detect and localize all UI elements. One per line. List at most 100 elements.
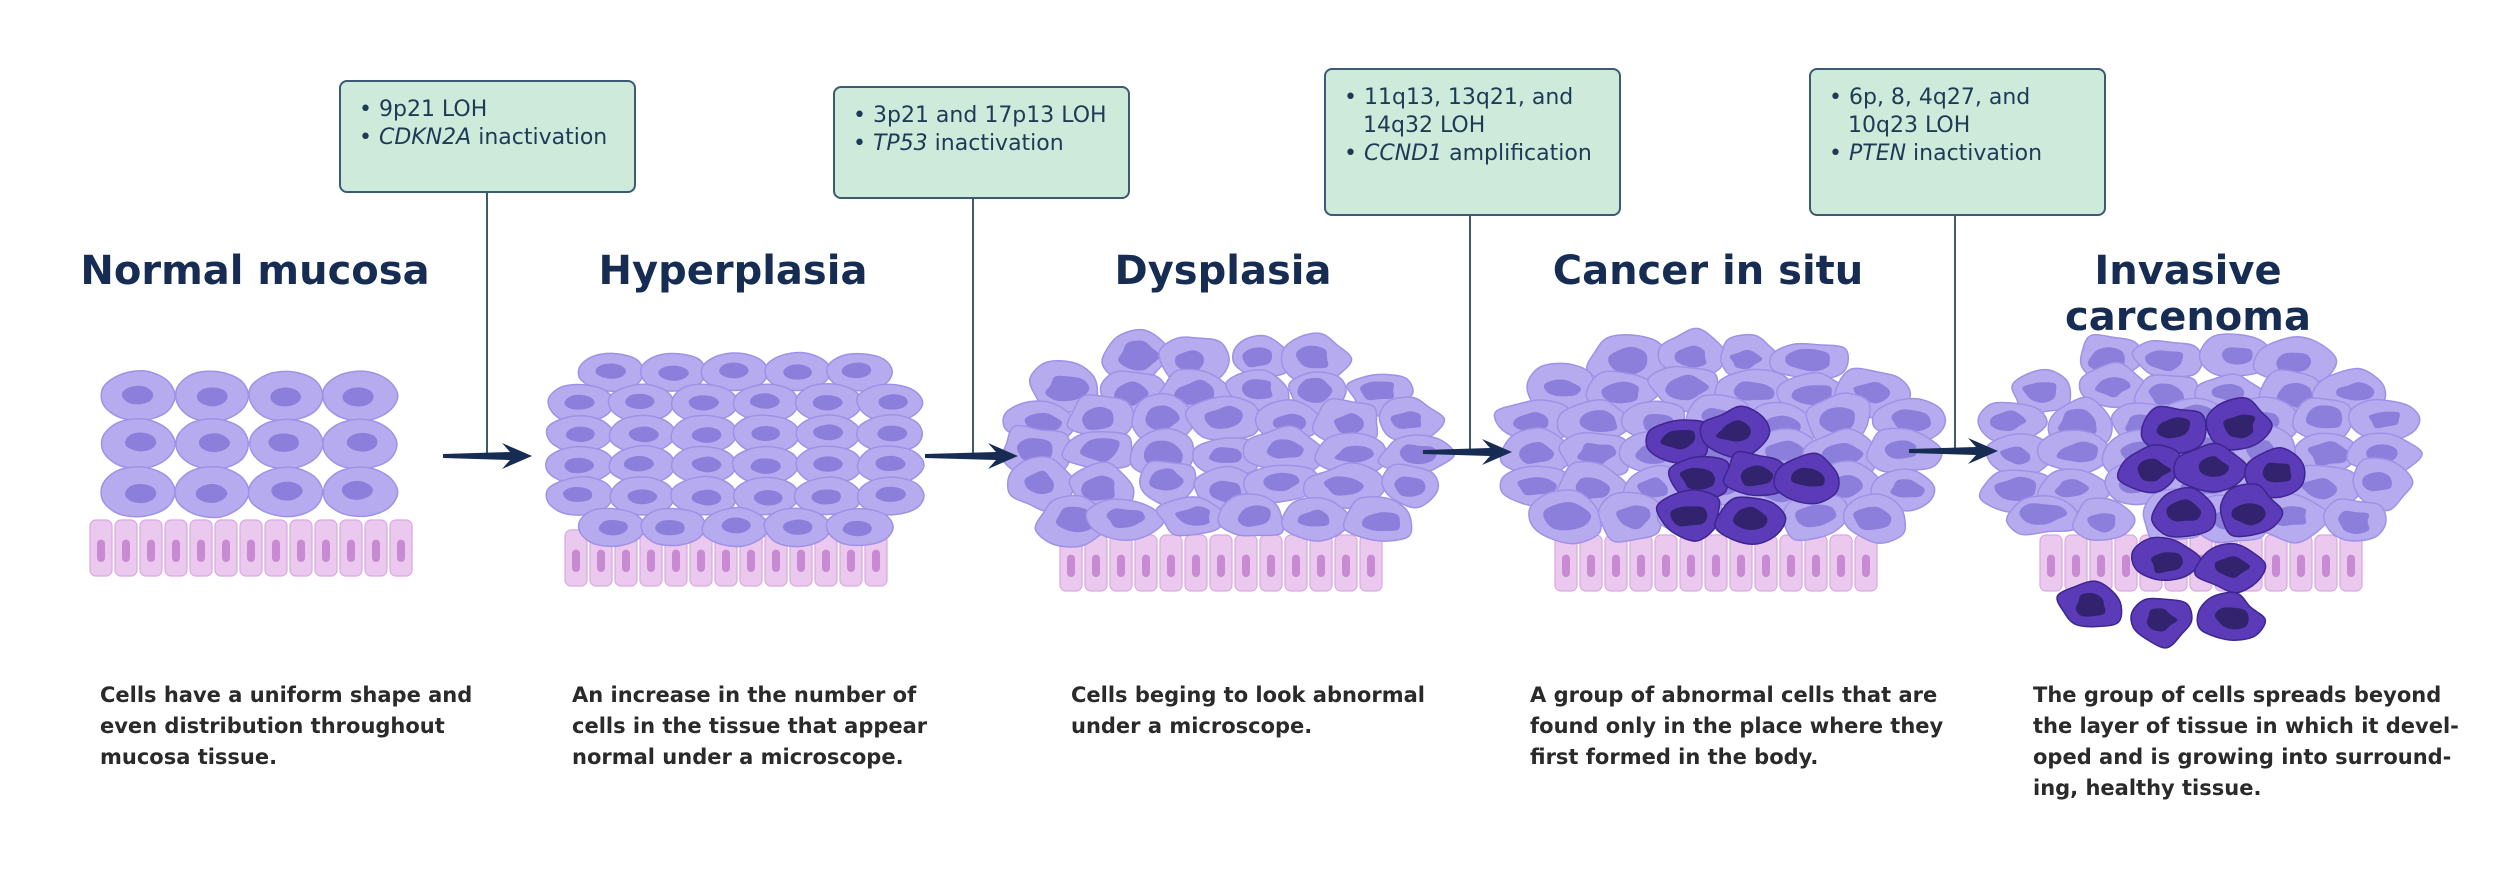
cell-nucleus <box>2223 414 2256 439</box>
cell-nucleus <box>564 457 595 474</box>
cell-nucleus <box>2221 347 2253 365</box>
epithelial-cell <box>577 352 644 393</box>
cell-nucleus <box>1819 407 1855 434</box>
cell-nucleus <box>1729 349 1763 370</box>
basal-nucleus <box>1192 554 1200 577</box>
epithelial-cell <box>1381 463 1440 509</box>
basal-nucleus <box>1712 554 1720 577</box>
cell-nucleus <box>564 394 595 410</box>
basal-nucleus <box>1662 554 1670 577</box>
cell-nucleus <box>691 489 722 506</box>
epithelial-cell <box>856 476 925 516</box>
cell-nucleus <box>2300 478 2338 500</box>
basal-nucleus <box>247 539 255 562</box>
abnormal-cell <box>2196 591 2267 641</box>
basal-nucleus <box>1367 554 1375 577</box>
cell-nucleus <box>1174 350 1204 373</box>
mutation-item-continuation: 10q23 LOH <box>1848 113 1971 138</box>
description-line: first formed in the body. <box>1530 745 1819 769</box>
epithelial-cell <box>2005 495 2080 536</box>
gene-name: TP53 <box>872 131 928 156</box>
arrow-icon <box>1423 439 1512 465</box>
cell-nucleus <box>1519 442 1555 464</box>
epithelial-cell <box>1085 498 1165 541</box>
cell-nucleus <box>813 424 844 441</box>
mutation-item-continuation: 14q32 LOH <box>1363 113 1486 138</box>
epithelial-cell <box>1842 493 1907 545</box>
epithelial-cell <box>609 476 676 516</box>
basal-nucleus <box>1762 554 1770 577</box>
cell-nucleus <box>2054 479 2090 498</box>
epithelial-cell <box>1280 496 1352 542</box>
basal-nucleus <box>1812 554 1820 577</box>
cell-nucleus <box>1118 340 1161 371</box>
cell-nucleus <box>2087 513 2116 533</box>
cell-nucleus <box>2156 417 2191 439</box>
cell-nucleus <box>841 362 872 379</box>
cell-nucleus <box>623 455 655 472</box>
cell-nucleus <box>563 487 593 502</box>
abnormal-cell <box>2173 442 2249 493</box>
mutation-item: • 9p21 LOH <box>359 97 488 122</box>
cell-nucleus <box>811 489 841 505</box>
cell-nucleus <box>1821 442 1864 466</box>
basal-nucleus <box>597 549 605 572</box>
cell-nucleus <box>783 364 812 380</box>
cell-nucleus <box>598 520 628 536</box>
description-line: oped and is growing into surround- <box>2033 745 2452 769</box>
cell-nucleus <box>198 433 231 453</box>
cell-nucleus <box>875 486 906 502</box>
abnormal-cell <box>1773 452 1840 505</box>
cell-nucleus <box>1543 502 1592 531</box>
cell-nucleus <box>2231 503 2266 526</box>
cell-nucleus <box>1674 345 1707 368</box>
basal-nucleus <box>822 549 830 572</box>
cell-nucleus <box>627 489 658 505</box>
epithelial-cell <box>2011 368 2072 416</box>
epithelial-cell <box>1342 495 1413 542</box>
cell-nucleus <box>658 365 689 381</box>
arrow-icon <box>443 443 532 469</box>
description-line: the layer of tissue in which it devel- <box>2033 714 2459 738</box>
cell-nucleus <box>2146 608 2178 632</box>
description-line: ing, healthy tissue. <box>2033 776 2262 800</box>
cell-nucleus <box>749 393 780 409</box>
abnormal-cell <box>2151 486 2217 538</box>
stage-title-normal-mucosa: Normal mucosa <box>80 248 430 294</box>
cell-nucleus <box>1017 438 1053 462</box>
epithelial-cell <box>249 418 324 470</box>
basal-nucleus <box>747 549 755 572</box>
tissue-normal-mucosa <box>89 369 413 577</box>
cell-nucleus <box>2095 377 2131 398</box>
cell-nucleus <box>875 455 906 472</box>
epithelial-cell <box>322 466 399 518</box>
epithelial-cell <box>175 418 250 471</box>
cell-nucleus <box>1080 438 1120 462</box>
description-line: cells in the tissue that appear <box>572 714 928 738</box>
gene-name: PTEN <box>1848 141 1907 166</box>
basal-nucleus <box>2122 554 2130 577</box>
cell-nucleus <box>1333 413 1364 435</box>
cell-nucleus <box>842 520 872 537</box>
cell-nucleus <box>1045 375 1090 402</box>
abnormal-cell <box>1655 489 1721 542</box>
mutation-item: • 11q13, 13q21, and <box>1344 85 1574 110</box>
epithelial-cell <box>1985 433 2054 479</box>
stage-title-invasive-carcenoma: Invasive carcenoma <box>2065 248 2311 340</box>
epithelial-cell <box>322 418 398 470</box>
epithelial-cell <box>577 507 646 548</box>
cell-nucleus <box>1241 379 1273 400</box>
basal-nucleus <box>1612 554 1620 577</box>
cell-nucleus <box>813 456 843 472</box>
cell-nucleus <box>2148 383 2185 405</box>
cell-nucleus <box>2214 607 2249 630</box>
epithelial-cell <box>795 414 862 454</box>
basal-nucleus <box>372 539 380 562</box>
cell-nucleus <box>1733 506 1768 531</box>
cell-nucleus <box>125 484 157 504</box>
gene-name: CCND1 <box>1363 141 1443 166</box>
cell-nucleus <box>1175 506 1211 526</box>
epithelial-cell <box>1499 427 1575 477</box>
cell-nucleus <box>2075 593 2106 617</box>
transition-arrow <box>443 193 532 469</box>
